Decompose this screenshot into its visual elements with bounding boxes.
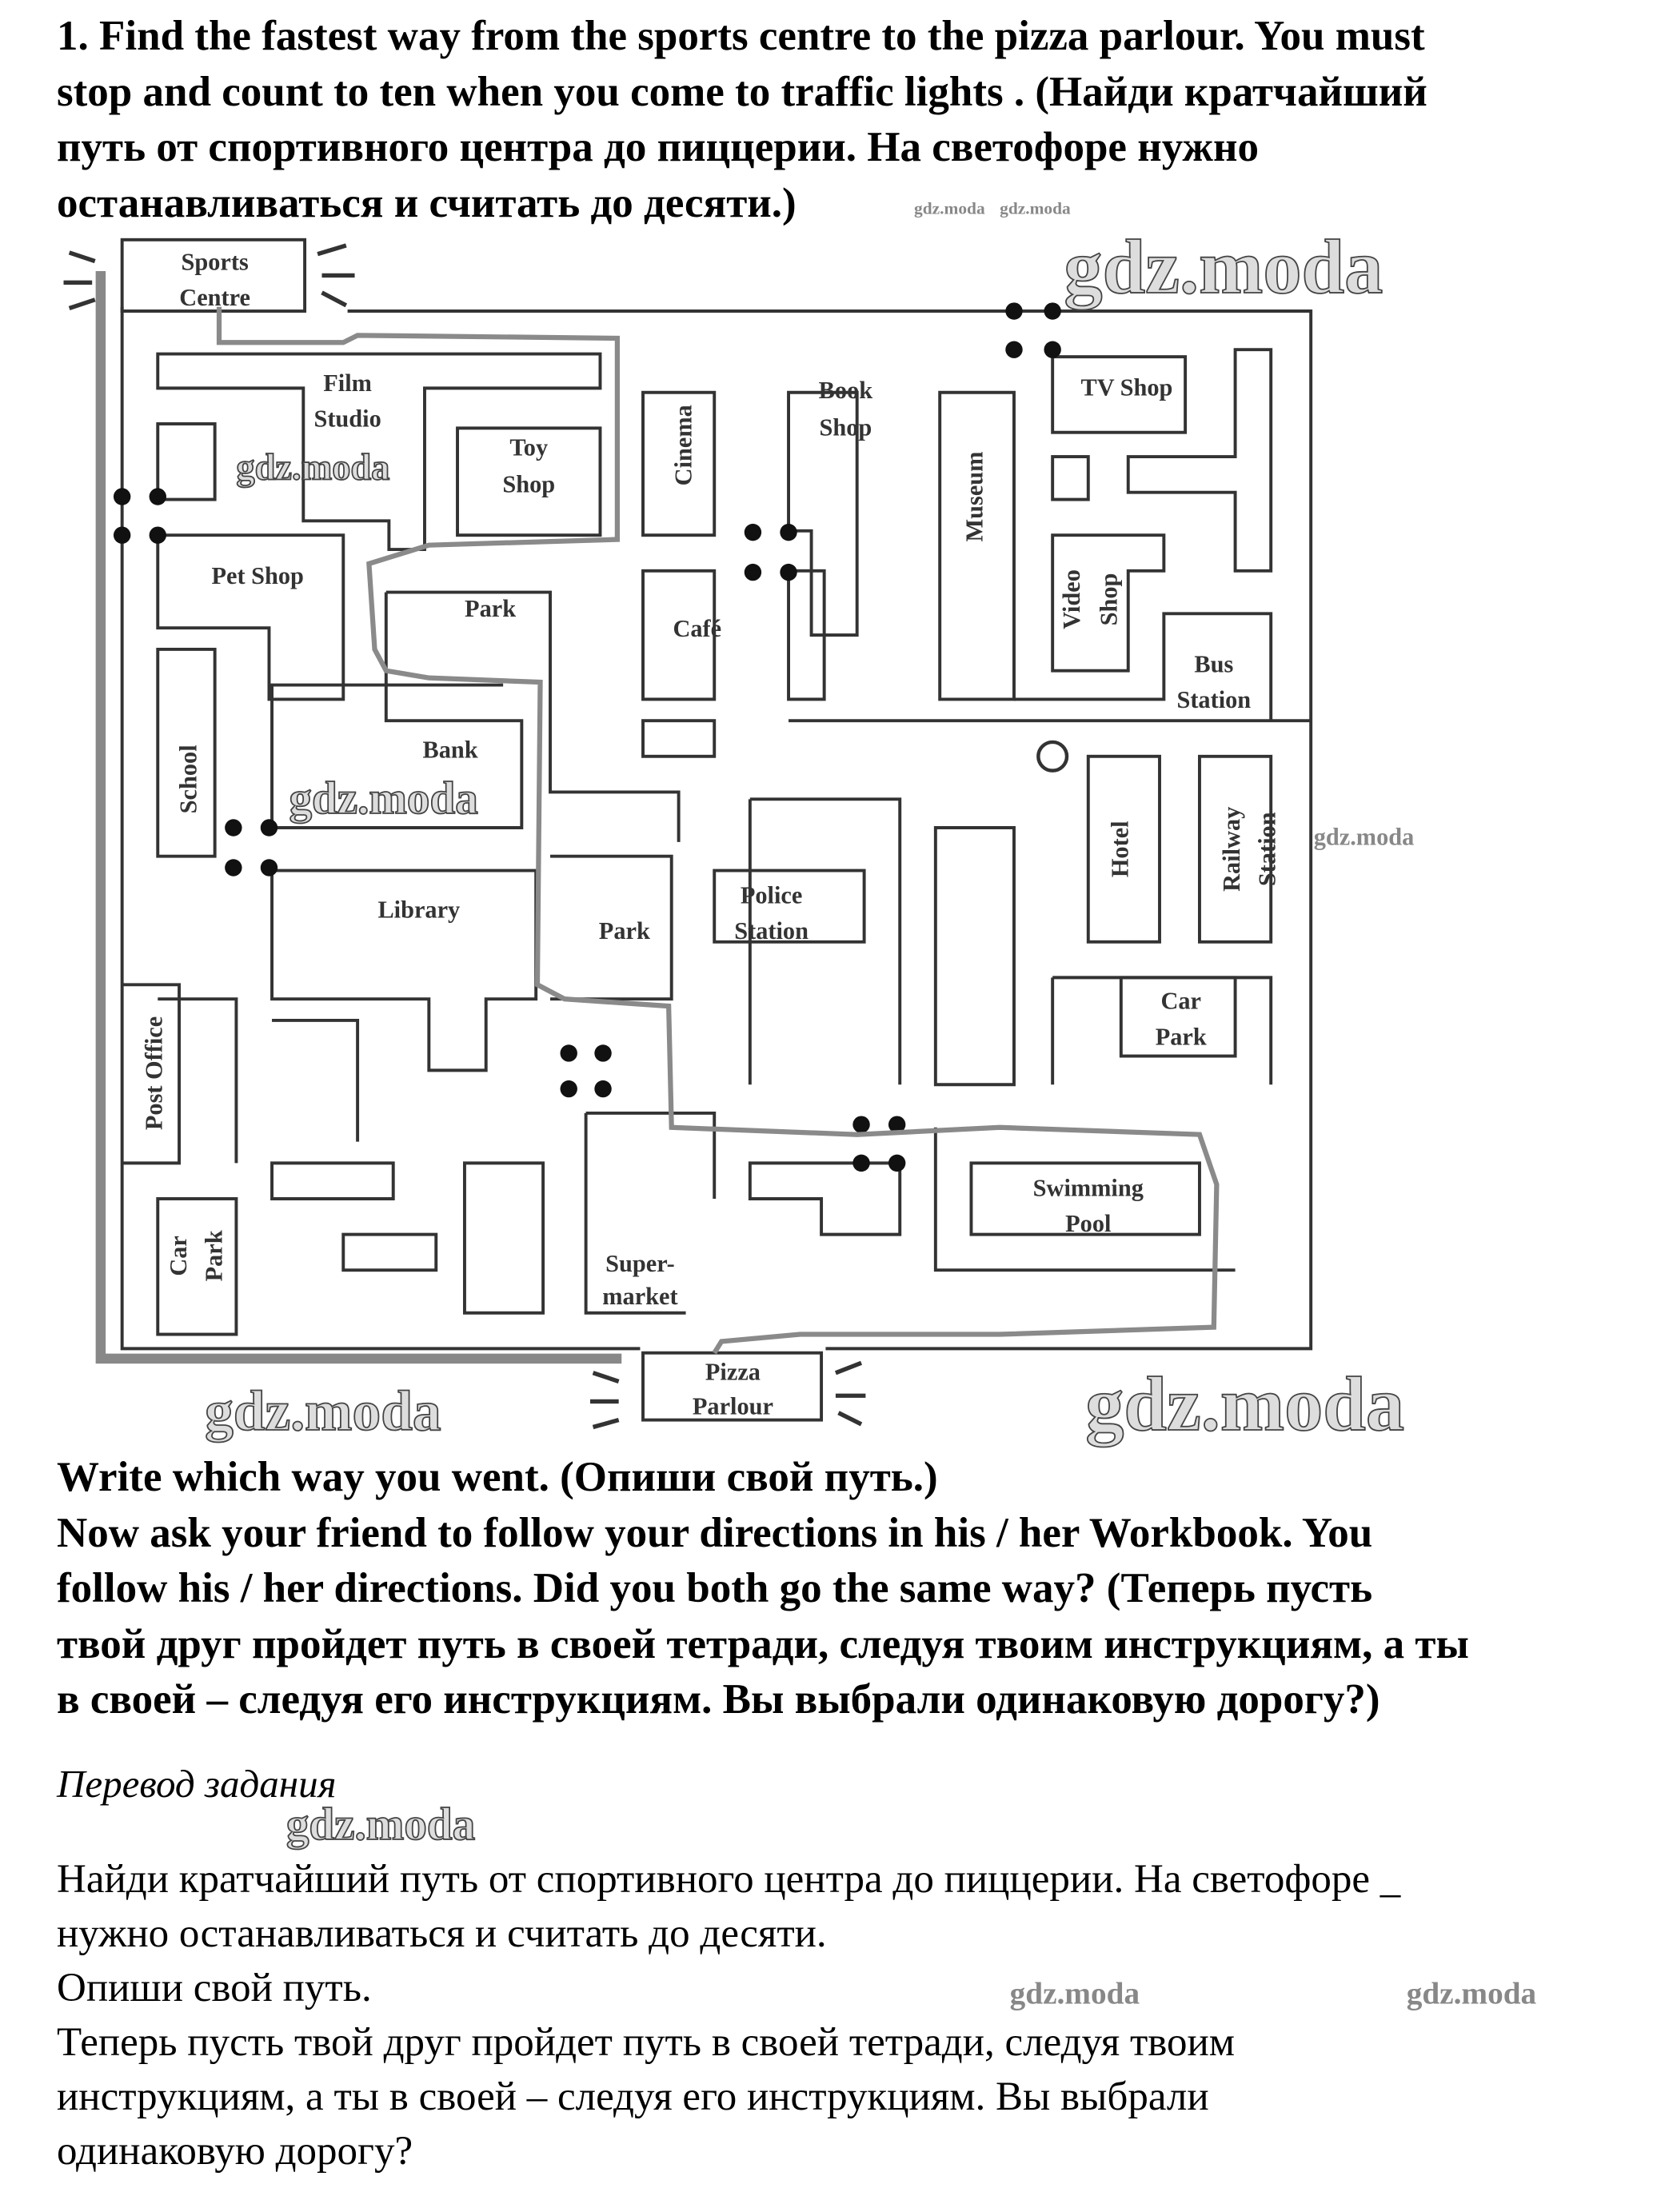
label-hotel: Hotel	[1107, 821, 1134, 877]
translation-line: Найди кратчайший путь от спортивного цен…	[57, 1857, 1401, 1902]
label-library: Library	[377, 896, 460, 923]
label-cafe: Café	[673, 615, 722, 642]
label-toy-shop: Shop	[502, 471, 555, 498]
label-film-studio: Studio	[313, 405, 381, 433]
instruction-line: Now ask your friend to follow your direc…	[57, 1509, 1373, 1556]
task-line: 1. Find the fastest way from the sports …	[57, 13, 1425, 59]
watermark: gdz.moda	[914, 199, 985, 218]
label-car-park: Park	[1156, 1023, 1207, 1050]
watermark: gdz.moda	[1085, 1361, 1404, 1447]
watermark: gdz.moda	[236, 448, 389, 489]
label-video-shop: Shop	[1095, 573, 1122, 626]
label-tv-shop: TV Shop	[1080, 373, 1172, 401]
watermark: gdz.moda	[1010, 1976, 1140, 2010]
route-line	[216, 306, 1220, 1355]
translation-heading: Перевод задания	[57, 1762, 337, 1806]
label-pet-shop: Pet Shop	[211, 562, 303, 589]
task-line: останавливаться и считать до десяти.)	[57, 179, 797, 226]
label-cinema: Cinema	[670, 405, 697, 485]
task-line: путь от спортивного центра до пиццерии. …	[57, 124, 1259, 170]
translation-line: Опиши свой путь.	[57, 1966, 372, 2010]
watermark: gdz.moda	[1314, 823, 1415, 850]
task-line: stop and count to ten when you come to t…	[57, 68, 1427, 115]
label-film-studio: Film	[323, 369, 372, 397]
instruction-line: твой друг пройдет путь в своей тетради, …	[57, 1620, 1469, 1667]
roundabout-icon	[1036, 740, 1069, 773]
label-sports-centre: Centre	[179, 284, 250, 311]
label-railway-station: Station	[1254, 812, 1281, 886]
label-park: Park	[465, 595, 516, 622]
label-video-shop: Video	[1058, 569, 1085, 629]
label-supermarket: market	[602, 1283, 677, 1310]
watermark: gdz.moda	[1000, 199, 1071, 218]
label-car-park-2: Car	[165, 1236, 192, 1276]
watermark: gdz.moda	[1407, 1976, 1537, 2010]
label-pizza-parlour: Pizza	[705, 1359, 761, 1386]
label-swimming-pool: Pool	[1065, 1210, 1111, 1237]
map-labels: Sports Centre Film Studio Toy Shop Cinem…	[141, 248, 1281, 1419]
label-park-2: Park	[599, 917, 650, 944]
label-car-park: Car	[1161, 988, 1202, 1015]
label-toy-shop: Toy	[509, 433, 548, 461]
label-sports-centre: Sports	[182, 248, 249, 275]
translation-line: Теперь пусть твой друг пройдет путь в св…	[57, 2020, 1236, 2065]
label-bus-station: Station	[1176, 686, 1251, 713]
label-school: School	[174, 745, 202, 813]
instruction-line: Write which way you went. (Опиши свой пу…	[57, 1454, 938, 1500]
label-book-shop: Book	[819, 377, 873, 404]
highlight-rays	[63, 243, 866, 1430]
watermark: gdz.moda	[289, 773, 477, 824]
watermarks: gdz.moda gdz.moda gdz.moda gdz.moda gdz.…	[204, 199, 1537, 2011]
label-car-park-2: Park	[201, 1230, 228, 1281]
label-swimming-pool: Swimming	[1033, 1174, 1144, 1201]
label-pizza-parlour: Parlour	[693, 1392, 773, 1419]
label-post-office: Post Office	[141, 1016, 168, 1130]
translation-line: нужно останавливаться и считать до десят…	[57, 1911, 827, 1956]
watermark: gdz.moda	[1064, 224, 1383, 309]
label-railway-station: Railway	[1218, 807, 1245, 892]
label-museum: Museum	[961, 452, 988, 542]
translation-text: Найди кратчайший путь от спортивного цен…	[57, 1852, 1400, 2178]
watermark: gdz.moda	[205, 1380, 441, 1443]
label-book-shop: Shop	[820, 413, 872, 441]
label-supermarket: Super-	[605, 1250, 675, 1277]
label-police-station: Station	[734, 917, 809, 944]
instruction-line: follow his / her directions. Did you bot…	[57, 1565, 1373, 1611]
watermark: gdz.moda	[286, 1799, 475, 1850]
translation-line: инструкциям, а ты в своей – следуя его и…	[57, 2074, 1209, 2119]
translation-line: одинаковую дорогу?	[57, 2129, 413, 2174]
task-text: 1. Find the fastest way from the sports …	[57, 9, 1427, 231]
instructions-text: Write which way you went. (Опиши свой пу…	[57, 1450, 1469, 1728]
instruction-line: в своей – следуя его инструкциям. Вы выб…	[57, 1676, 1380, 1723]
label-bus-station: Bus	[1194, 651, 1233, 678]
outer-wall-thick	[95, 271, 622, 1364]
label-bank: Bank	[423, 737, 478, 764]
traffic-lights	[113, 302, 1061, 1172]
label-police-station: Police	[741, 882, 802, 909]
